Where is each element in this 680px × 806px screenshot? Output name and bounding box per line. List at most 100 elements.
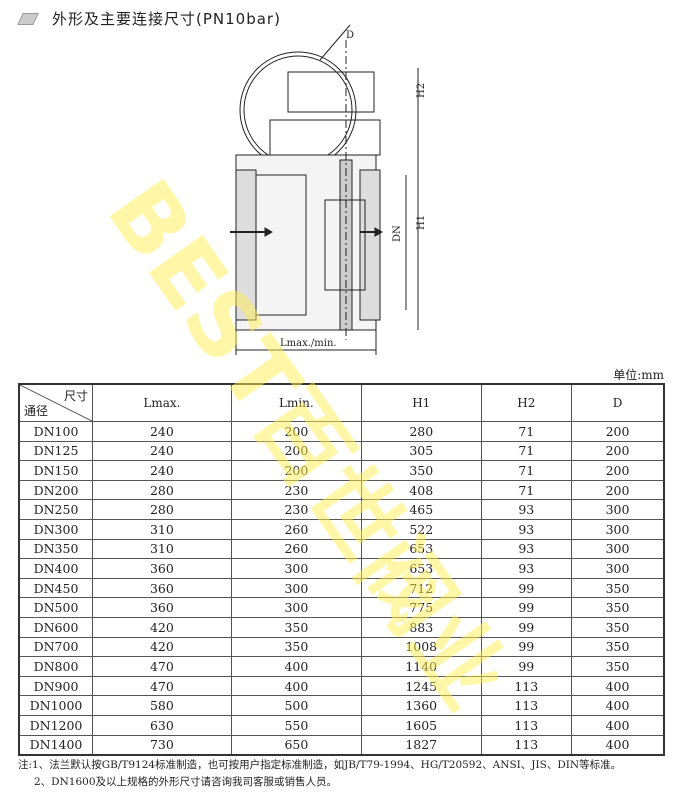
parallelogram-icon [17, 12, 39, 25]
header-lmin: Lmin. [230, 383, 362, 422]
table-cell: 230 [230, 479, 362, 501]
table-cell: 260 [230, 538, 362, 560]
table-cell: 200 [571, 479, 665, 501]
table-cell: 300 [230, 577, 362, 599]
table-cell: 113 [480, 675, 573, 697]
notes: 注:1、法兰默认按GB/T9124标准制造，也可按用户指定标准制造，如JB/T7… [18, 757, 621, 791]
table-cell: 305 [360, 440, 482, 462]
label-dn: DN [392, 225, 403, 242]
table-cell: 300 [230, 597, 362, 618]
table-cell: 99 [480, 577, 573, 599]
header-lmax: Lmax. [92, 383, 232, 422]
table-cell: 580 [92, 695, 232, 716]
table-cell: 350 [571, 597, 665, 618]
table-cell: 400 [571, 695, 665, 716]
table-cell: 71 [480, 460, 573, 481]
table-cell: 113 [480, 695, 573, 716]
note-2: 2、DN1600及以上规格的外形尺寸请咨询我司客服或销售人员。 [34, 776, 338, 788]
table-cell: 200 [230, 421, 362, 442]
table-cell: 630 [92, 714, 232, 736]
table-cell: 300 [571, 518, 665, 540]
table-cell: 280 [92, 499, 232, 520]
table-cell: DN300 [18, 518, 93, 540]
table-cell: 1008 [360, 636, 482, 658]
table-cell: 71 [480, 479, 573, 501]
table-cell: 712 [360, 577, 482, 599]
table-cell: 653 [360, 558, 482, 579]
table-cell: 350 [230, 636, 362, 658]
header-h2: H2 [480, 383, 573, 422]
table-cell: DN450 [18, 577, 93, 599]
table-cell: DN1200 [18, 714, 93, 736]
table-cell: 280 [360, 421, 482, 442]
title-text: 外形及主要连接尺寸(PN10bar) [52, 10, 281, 28]
table-cell: 360 [92, 597, 232, 618]
table-cell: 522 [360, 518, 482, 540]
table-cell: 310 [92, 538, 232, 560]
table-cell: DN200 [18, 479, 93, 501]
unit-label: 单位:mm [613, 368, 664, 382]
table-cell: 650 [230, 734, 362, 756]
table-cell: 470 [92, 675, 232, 697]
label-d: D [346, 30, 354, 41]
section-title: 外形及主要连接尺寸(PN10bar) [17, 8, 281, 29]
table-cell: 200 [571, 421, 665, 442]
valve-drawing: Lmax./min. DN H1 H2 D [230, 24, 427, 355]
table-cell: 1827 [360, 734, 482, 756]
table-cell: DN250 [18, 499, 93, 520]
table-cell: DN800 [18, 656, 93, 677]
table-cell: 113 [480, 714, 573, 736]
table-cell: 400 [571, 714, 665, 736]
table-cell: 1360 [360, 695, 482, 716]
table-cell: 360 [92, 577, 232, 599]
table-cell: DN600 [18, 616, 93, 638]
table-cell: 200 [230, 440, 362, 462]
table-cell: 408 [360, 479, 482, 501]
table-cell: 350 [571, 577, 665, 599]
table-cell: 350 [571, 616, 665, 638]
table-cell: 310 [92, 518, 232, 540]
table-cell: 300 [571, 538, 665, 560]
gearbox [287, 71, 375, 113]
table-cell: 400 [571, 675, 665, 697]
table-cell: 350 [230, 616, 362, 638]
table-cell: 465 [360, 499, 482, 520]
table-cell: 280 [92, 479, 232, 501]
table-cell: 350 [360, 460, 482, 481]
table-cell: 775 [360, 597, 482, 618]
table-cell: 400 [230, 656, 362, 677]
table-cell: DN100 [18, 421, 93, 442]
corner-header: 尺寸通径 [18, 383, 93, 422]
table-cell: 300 [571, 499, 665, 520]
table-cell: DN1400 [18, 734, 93, 756]
table-cell: 420 [92, 636, 232, 658]
table-cell: 93 [480, 518, 573, 540]
table-cell: 200 [230, 460, 362, 481]
table-cell: 360 [92, 558, 232, 579]
handwheel [239, 51, 357, 169]
table-cell: 420 [92, 616, 232, 638]
table-cell: 71 [480, 421, 573, 442]
table-cell: 113 [480, 734, 573, 756]
table-cell: 230 [230, 499, 362, 520]
table-cell: 300 [571, 558, 665, 579]
header-h1: H1 [360, 383, 482, 422]
table-cell: 1605 [360, 714, 482, 736]
table-cell: 883 [360, 616, 482, 638]
table-cell: 550 [230, 714, 362, 736]
table-cell: 350 [571, 636, 665, 658]
table-cell: 93 [480, 499, 573, 520]
